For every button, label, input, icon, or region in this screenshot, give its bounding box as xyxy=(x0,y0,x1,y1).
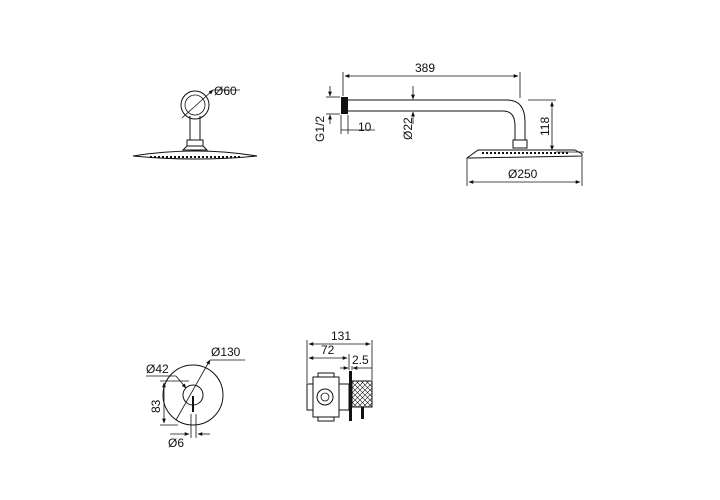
total-depth-label: 131 xyxy=(331,329,351,343)
thread-label: G1/2 xyxy=(313,116,327,142)
body-depth-label: 72 xyxy=(321,343,335,357)
side-swivel-joint xyxy=(512,139,528,149)
body-top-port xyxy=(317,372,335,378)
body-port-outer xyxy=(316,388,334,406)
arm-diameter-label: Ø22 xyxy=(401,117,415,140)
shower-head-front-view: Ø60 xyxy=(132,84,258,160)
handle-diameter-label: Ø42 xyxy=(146,362,169,376)
shower-head-disc xyxy=(132,150,258,160)
cover-plate-circle xyxy=(162,364,224,426)
plate-diameter-label: Ø130 xyxy=(211,345,241,359)
plate-thickness-label: 2.5 xyxy=(352,353,369,367)
joint-cone xyxy=(181,145,209,151)
shower-head-side-view: 389 G1/2 10 Ø22 118 Ø250 xyxy=(313,61,584,186)
pin-diameter-label: Ø6 xyxy=(168,436,184,450)
flange-diameter-leader xyxy=(181,89,214,119)
knurled-handle xyxy=(351,380,373,408)
side-shower-head xyxy=(465,149,583,159)
offset-label: 10 xyxy=(358,120,372,134)
cover-plate xyxy=(349,371,352,421)
swivel-joint xyxy=(186,139,204,147)
height-label: 83 xyxy=(149,399,163,413)
handle-diameter-leader xyxy=(175,375,187,389)
wall-flange xyxy=(341,97,348,114)
drop-label: 118 xyxy=(538,117,552,136)
valve-side-view: 131 72 2.5 xyxy=(306,329,373,422)
head-diameter-label: Ø250 xyxy=(508,167,538,181)
wall-flange-circle xyxy=(180,90,210,120)
handle-pin-side xyxy=(361,407,364,419)
arm-circle xyxy=(184,94,206,116)
valve-front-view: Ø130 Ø42 83 Ø6 xyxy=(146,345,245,450)
arm-length-label: 389 xyxy=(415,61,435,75)
flange-diameter-label: Ø60 xyxy=(214,84,237,98)
body-left-inlet xyxy=(306,383,314,411)
cartridge xyxy=(338,383,350,411)
body-bottom-port xyxy=(317,416,335,422)
arm-bend-inner xyxy=(502,110,516,140)
body-port-inner xyxy=(320,392,330,402)
plate-diameter-leader xyxy=(175,359,211,421)
arm-bend-outer xyxy=(506,99,526,140)
